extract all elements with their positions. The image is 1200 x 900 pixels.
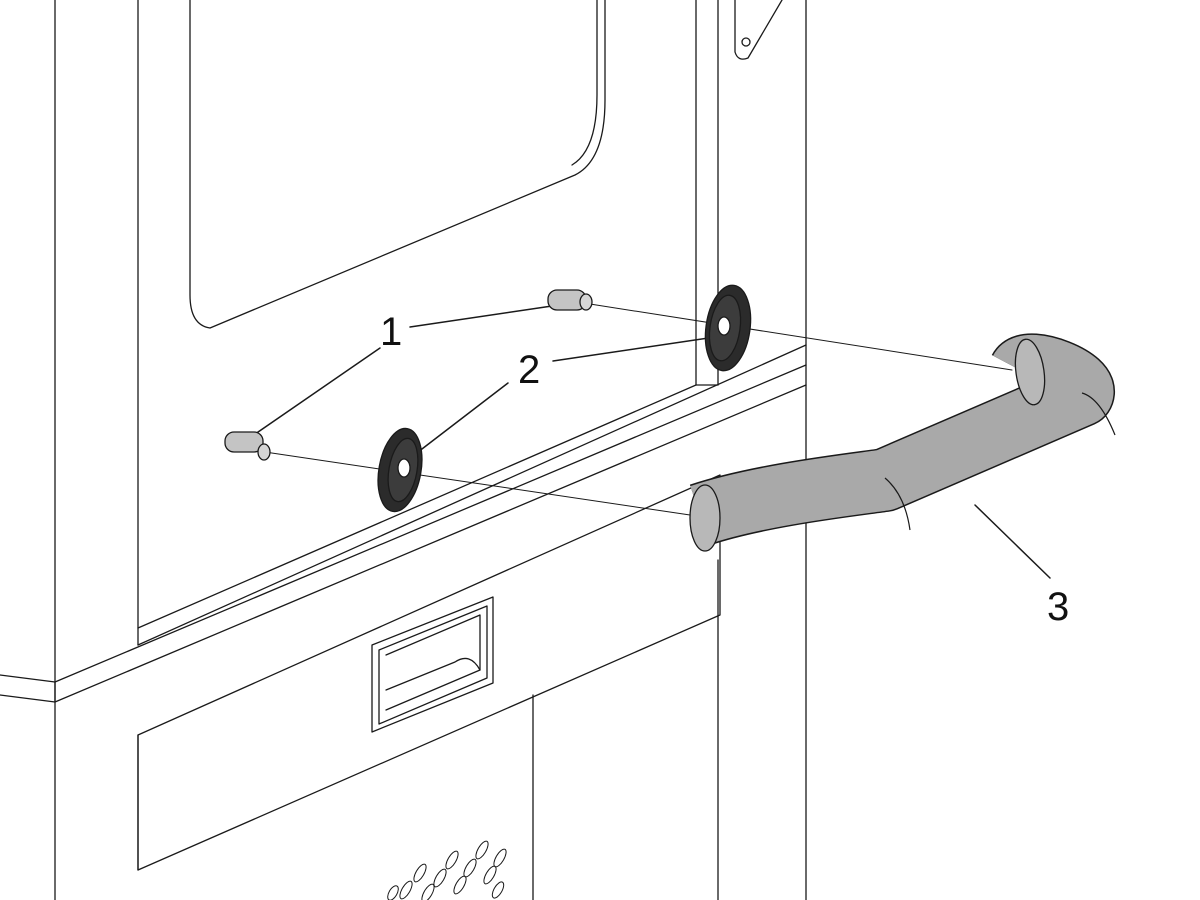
pin-lower — [224, 431, 271, 461]
washer-lower — [377, 427, 423, 513]
lower-panel — [137, 474, 721, 871]
pin-upper — [547, 289, 593, 311]
door-window-inner — [571, 0, 598, 166]
cabinet-body — [0, 0, 807, 900]
leader-lines — [244, 305, 1051, 579]
door-window — [189, 0, 606, 329]
hinge-bracket — [734, 0, 783, 60]
washer-upper — [704, 284, 752, 372]
callout-3: 3 — [1047, 585, 1069, 629]
callout-2: 2 — [518, 348, 540, 392]
ledge — [54, 344, 807, 703]
vent-pattern — [387, 840, 507, 900]
callout-1: 1 — [380, 310, 402, 354]
recessed-pull — [371, 596, 494, 733]
handle — [689, 333, 1116, 552]
assembly-lines — [264, 303, 1013, 516]
